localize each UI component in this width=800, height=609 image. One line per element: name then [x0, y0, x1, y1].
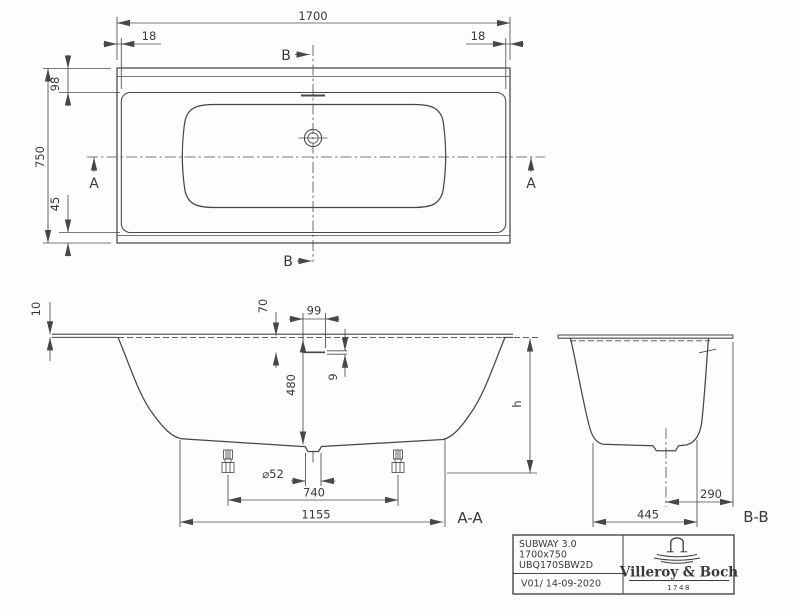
dim-45-label: 45 [48, 197, 62, 212]
section-cut-b-bottom: B [283, 254, 312, 270]
section-aa-view: 10 70 99 9 480 [29, 299, 538, 527]
overflow-slot-section [303, 350, 347, 355]
dim-750: 750 [33, 68, 111, 244]
cut-b-top-label: B [281, 48, 291, 64]
dim-98-label: 98 [48, 77, 62, 92]
dim-290-label: 290 [700, 487, 722, 501]
dim-98: 98 [48, 55, 120, 106]
dim-10-label: 10 [29, 302, 43, 317]
article-number: UBQ170SBW2D [519, 560, 593, 571]
dim-18-left: 18 [103, 29, 161, 89]
dim-18-left-label: 18 [142, 29, 157, 43]
cut-b-bottom-label: B [283, 254, 293, 270]
dim-1155: 1155 [180, 508, 443, 526]
tub-basin-floor-outline [181, 103, 447, 209]
section-aa-label: A-A [457, 509, 483, 527]
dim-290: 290 [666, 342, 734, 507]
dim-1700: 1700 [116, 9, 511, 60]
dim-9: 9 [326, 329, 349, 381]
dim-drain-diameter: ⌀52 [262, 453, 336, 486]
cut-a-left-label: A [89, 176, 99, 192]
dim-445-label: 445 [637, 508, 659, 522]
dim-1155-label: 1155 [301, 508, 330, 522]
tub-rim-inner-edge [120, 91, 507, 234]
title-block: SUBWAY 3.0 1700x750 UBQ170SBW2D V01/ 14-… [512, 534, 738, 595]
dim-10: 10 [29, 302, 54, 361]
tap-icon [667, 537, 687, 553]
brand-logo: Villeroy & Boch 1748 [619, 537, 738, 592]
dim-740: 740 [228, 486, 398, 504]
tub-profile-bb [569, 338, 710, 452]
dim-45: 45 [48, 195, 120, 257]
section-cut-a-right: A [526, 157, 536, 192]
top-view: 1700 18 18 B B A [33, 9, 545, 270]
dim-445: 445 [592, 440, 698, 527]
dim-h: h [510, 338, 534, 473]
dim-480: 480 [284, 339, 307, 445]
dim-70: 70 [256, 299, 280, 368]
dim-9-label: 9 [326, 373, 340, 380]
version-date: V01/ 14-09-2020 [521, 579, 601, 590]
section-bb-label: B-B [743, 508, 768, 526]
dim-750-label: 750 [33, 146, 47, 168]
section-cut-b-top: B [281, 48, 310, 64]
brand-name: Villeroy & Boch [619, 565, 738, 581]
product-size: 1700x750 [519, 550, 567, 561]
dim-drain-label: ⌀52 [262, 467, 284, 481]
dim-18-right-label: 18 [471, 29, 486, 43]
overflow-tick-bb [698, 348, 717, 354]
section-bb-view: 290 445 B-B [557, 334, 769, 527]
tub-profile-aa [117, 337, 506, 453]
section-cut-a-left: A [89, 157, 99, 192]
dim-18-right: 18 [466, 29, 524, 89]
dim-99-label: 99 [307, 304, 322, 318]
dim-480-label: 480 [284, 374, 298, 396]
tub-outer-edge [116, 67, 511, 244]
dim-1700-label: 1700 [298, 9, 327, 23]
foot-right [391, 449, 405, 473]
waves-icon [653, 554, 701, 564]
cut-a-right-label: A [526, 176, 536, 192]
foot-left [221, 449, 235, 473]
dim-70-label: 70 [256, 299, 270, 314]
dim-99: 99 [289, 304, 340, 348]
dim-h-label: h [510, 400, 524, 407]
dim-740-label: 740 [303, 486, 325, 500]
brand-year: 1748 [667, 584, 691, 592]
product-name: SUBWAY 3.0 [519, 539, 577, 550]
